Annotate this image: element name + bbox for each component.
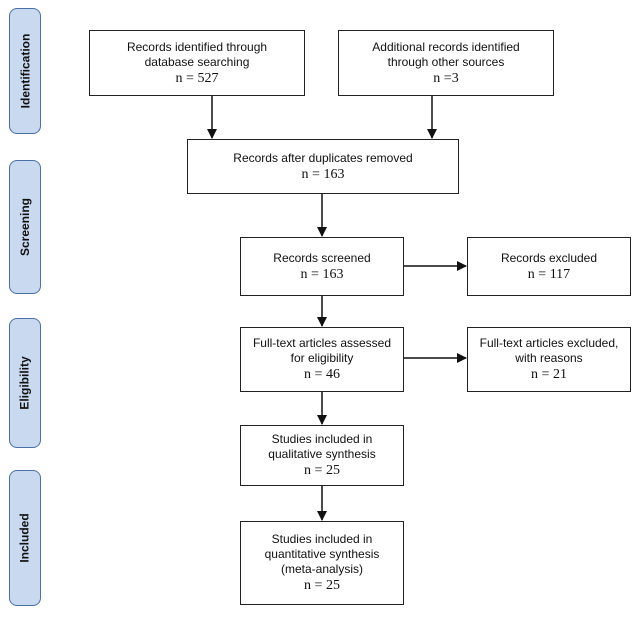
phase-eligibility: Eligibility bbox=[9, 318, 41, 448]
box-qualitative-synthesis-count: n = 25 bbox=[304, 463, 340, 478]
phase-eligibility-label: Eligibility bbox=[18, 356, 32, 410]
box-records-screened: Records screened n = 163 bbox=[240, 237, 404, 296]
box-quantitative-synthesis: Studies included in quantitative synthes… bbox=[240, 521, 404, 605]
box-qualitative-synthesis-text: Studies included in qualitative synthesi… bbox=[268, 432, 376, 461]
phase-identification: Identification bbox=[9, 8, 41, 134]
box-database-records-count: n = 527 bbox=[175, 70, 219, 86]
box-other-records-text: Additional records identified through ot… bbox=[372, 39, 520, 69]
box-after-duplicates-text: Records after duplicates removed bbox=[233, 150, 413, 165]
box-fulltext-assessed-text: Full-text articles assessed for eligibil… bbox=[252, 336, 392, 365]
box-fulltext-excluded: Full-text articles excluded, with reason… bbox=[467, 327, 631, 392]
box-other-records: Additional records identified through ot… bbox=[338, 30, 554, 96]
phase-included: Included bbox=[9, 470, 41, 606]
box-records-excluded-count: n = 117 bbox=[527, 266, 571, 282]
box-after-duplicates-count: n = 163 bbox=[301, 166, 345, 182]
box-database-records: Records identified through database sear… bbox=[89, 30, 305, 96]
box-other-records-count: n =3 bbox=[433, 70, 459, 86]
box-quantitative-synthesis-count: n = 25 bbox=[304, 578, 340, 593]
box-qualitative-synthesis: Studies included in qualitative synthesi… bbox=[240, 425, 404, 486]
phase-screening-label: Screening bbox=[18, 197, 32, 257]
box-records-screened-text: Records screened bbox=[273, 250, 371, 265]
box-fulltext-excluded-count: n = 21 bbox=[531, 367, 567, 382]
phase-identification-label: Identification bbox=[18, 33, 33, 109]
phase-screening: Screening bbox=[9, 160, 41, 294]
box-records-screened-count: n = 163 bbox=[300, 266, 344, 282]
box-database-records-text: Records identified through database sear… bbox=[126, 39, 268, 69]
box-fulltext-assessed: Full-text articles assessed for eligibil… bbox=[240, 327, 404, 392]
box-records-excluded-text: Records excluded bbox=[500, 250, 598, 265]
box-quantitative-synthesis-text: Studies included in quantitative synthes… bbox=[264, 532, 380, 576]
box-fulltext-assessed-count: n = 46 bbox=[304, 367, 340, 382]
phase-included-label: Included bbox=[18, 513, 32, 563]
box-records-excluded: Records excluded n = 117 bbox=[467, 237, 631, 296]
box-after-duplicates: Records after duplicates removed n = 163 bbox=[187, 139, 459, 194]
box-fulltext-excluded-text: Full-text articles excluded, with reason… bbox=[479, 336, 619, 365]
